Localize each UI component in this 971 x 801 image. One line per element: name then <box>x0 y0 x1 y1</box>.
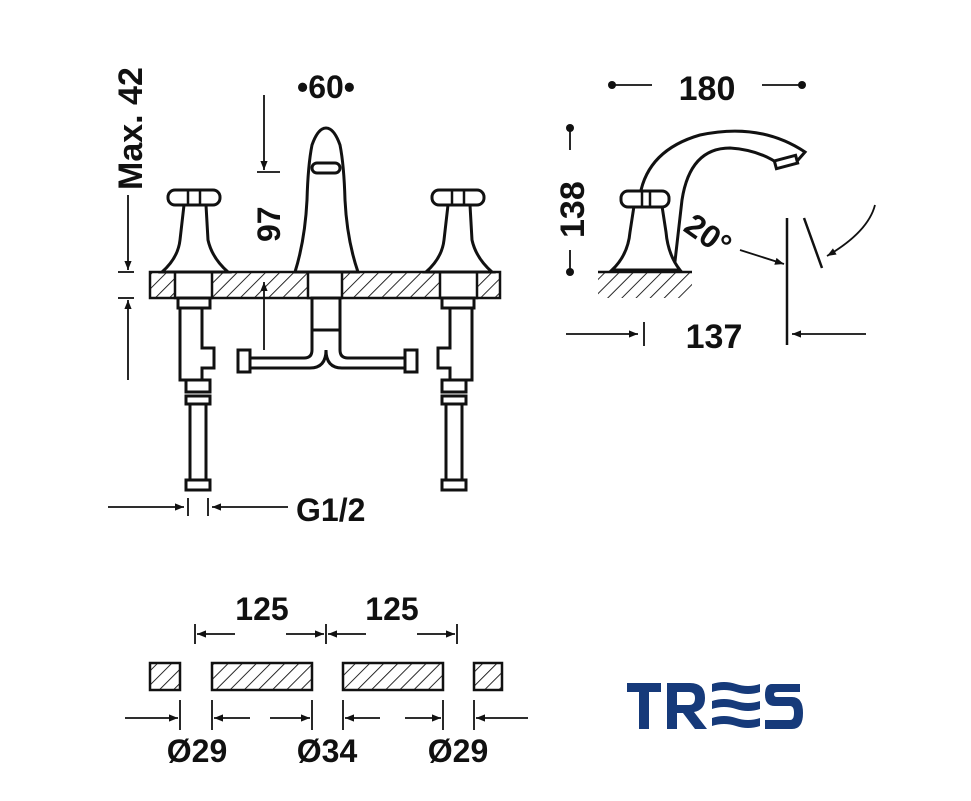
height-97-dimension: 97 <box>251 95 287 350</box>
g12-dimension: G1/2 <box>108 492 365 528</box>
height-138-dimension: 138 <box>554 124 592 276</box>
countertop-section <box>148 270 502 300</box>
slab-section <box>148 661 504 692</box>
g12-label: G1/2 <box>296 492 365 528</box>
left-handle-valve <box>158 188 232 274</box>
spacing-label-left: 125 <box>235 591 288 627</box>
reach-137-dimension: 137 <box>566 318 866 356</box>
spout-60-dimension: •60• <box>297 69 355 105</box>
hole-label-right: Ø29 <box>428 733 488 769</box>
hole-label-left: Ø29 <box>167 733 227 769</box>
spacing-dimensions: 125 125 <box>194 591 458 644</box>
angle-20-label: 20° <box>678 206 738 263</box>
side-view: 180 138 20° 137 <box>554 70 876 356</box>
width-180-label: 180 <box>679 70 736 108</box>
right-handle-valve <box>422 188 496 274</box>
height-97-label: 97 <box>251 206 287 242</box>
reach-137-label: 137 <box>686 318 743 356</box>
width-180-dimension: 180 <box>608 70 806 108</box>
underside-fittings <box>176 296 476 492</box>
max-42-label: Max. 42 <box>112 67 150 190</box>
hole-label-center: Ø34 <box>297 733 358 769</box>
max-42-dimension: Max. 42 <box>112 67 150 380</box>
tres-logo <box>627 682 803 729</box>
hole-dimensions: Ø29 Ø34 Ø29 <box>125 700 528 769</box>
front-view: Max. 42 •60• 97 G1/2 <box>108 67 502 528</box>
height-138-label: 138 <box>554 181 592 238</box>
spout <box>292 126 361 274</box>
spacing-label-right: 125 <box>365 591 418 627</box>
hole-layout: 125 125 Ø29 Ø34 Ø29 <box>125 591 528 769</box>
spout-60-label: •60• <box>297 69 355 105</box>
